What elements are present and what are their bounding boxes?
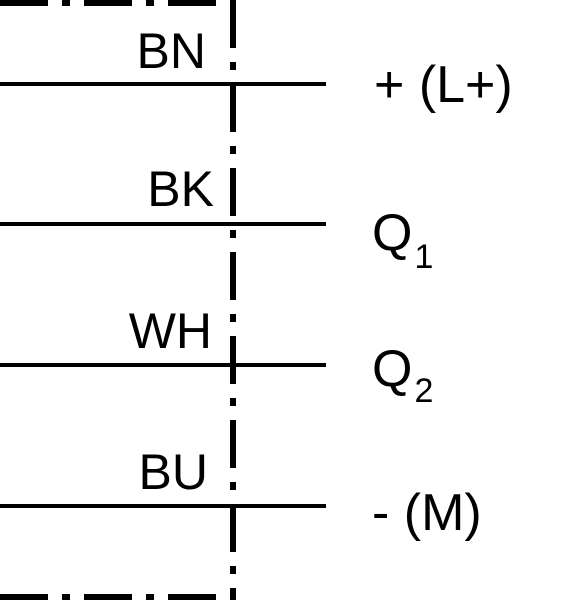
signal-label: Q1 — [372, 204, 433, 276]
wire-color-label: WH — [129, 303, 212, 359]
signal-subscript: 1 — [414, 238, 433, 276]
wire-blue: BU - (M) — [0, 444, 482, 542]
signal-label: Q2 — [372, 340, 433, 410]
signal-subscript: 2 — [414, 372, 433, 410]
wire-color-label: BN — [137, 23, 206, 79]
housing-outline — [0, 0, 236, 600]
wire-color-label: BU — [139, 444, 208, 500]
signal-name: Q — [372, 204, 412, 262]
signal-label: + (L+) — [374, 56, 513, 114]
signal-name: Q — [372, 340, 412, 398]
wire-black: BK Q1 — [0, 161, 433, 276]
wire-color-label: BK — [147, 161, 214, 217]
signal-label: - (M) — [372, 484, 482, 542]
wire-white: WH Q2 — [0, 303, 433, 410]
wire-brown: BN + (L+) — [0, 23, 513, 114]
